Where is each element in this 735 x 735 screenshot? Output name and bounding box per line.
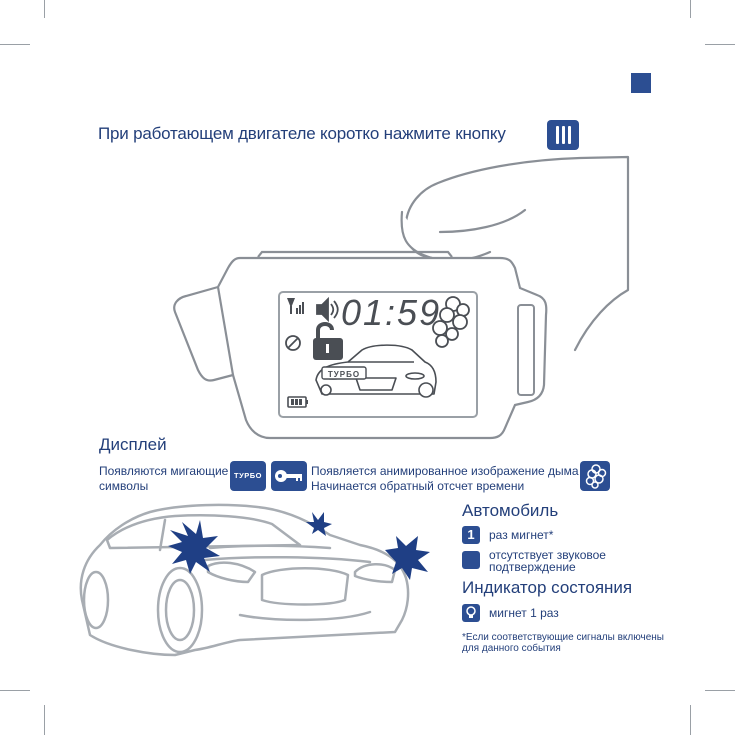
turbo-badge: ТУРБО: [230, 461, 266, 491]
sound-icon: [316, 296, 339, 323]
flash-icon: [168, 512, 430, 580]
key-fob-illustration: 01:59 ТУРБО: [173, 155, 630, 440]
battery-icon: [287, 396, 308, 408]
key-badge: [271, 461, 307, 491]
section-marker: [631, 73, 651, 93]
lcd-time: 01:59: [341, 292, 441, 333]
crop-mark: [690, 705, 691, 735]
car-blink-text: раз мигнет*: [489, 528, 554, 542]
status-section-title: Индикатор состояния: [462, 578, 633, 597]
crop-mark: [44, 0, 45, 18]
smoke-icon: [432, 296, 470, 348]
unlock-icon: [313, 322, 343, 360]
no-sound-line2: подтверждение: [489, 560, 576, 574]
crop-mark: [705, 44, 735, 45]
key-icon: [275, 470, 302, 482]
instruction-headline: При работающем двигателе коротко нажмите…: [98, 124, 506, 143]
blink-count-badge: 1: [462, 526, 480, 544]
display-section-title: Дисплей: [99, 435, 167, 454]
status-blink-text: мигнет 1 раз: [489, 606, 559, 620]
blinking-symbols-line1: Появляются мигающие: [99, 464, 229, 478]
car-illustration: [79, 503, 430, 657]
crop-mark: [0, 44, 30, 45]
no-sound-badge: [462, 551, 480, 569]
lcd-turbo-label: ТУРБО: [328, 370, 360, 379]
bulb-icon: [466, 606, 476, 618]
smoke-animation-text: Появляется анимированное изображение дым…: [311, 464, 579, 478]
no-service-icon: [285, 335, 301, 351]
countdown-text: Начинается обратный отсчет времени: [311, 479, 525, 493]
car-section-title: Автомобиль: [462, 501, 559, 520]
crop-mark: [690, 0, 691, 18]
crop-mark: [44, 705, 45, 735]
no-sound-line1: отсутствует звуковое: [489, 548, 606, 562]
footnote-line1: *Если соответствующие сигналы включены: [462, 632, 664, 643]
smoke-badge: [580, 461, 610, 491]
smoke-icon: [585, 464, 607, 489]
status-badge: [462, 604, 480, 622]
footnote-line2: для данного события: [462, 643, 561, 654]
blinking-symbols-line2: символы: [99, 479, 149, 493]
signal-icon: [287, 298, 304, 314]
button-three-lines-icon: [547, 120, 579, 150]
crop-mark: [705, 690, 735, 691]
crop-mark: [0, 690, 30, 691]
